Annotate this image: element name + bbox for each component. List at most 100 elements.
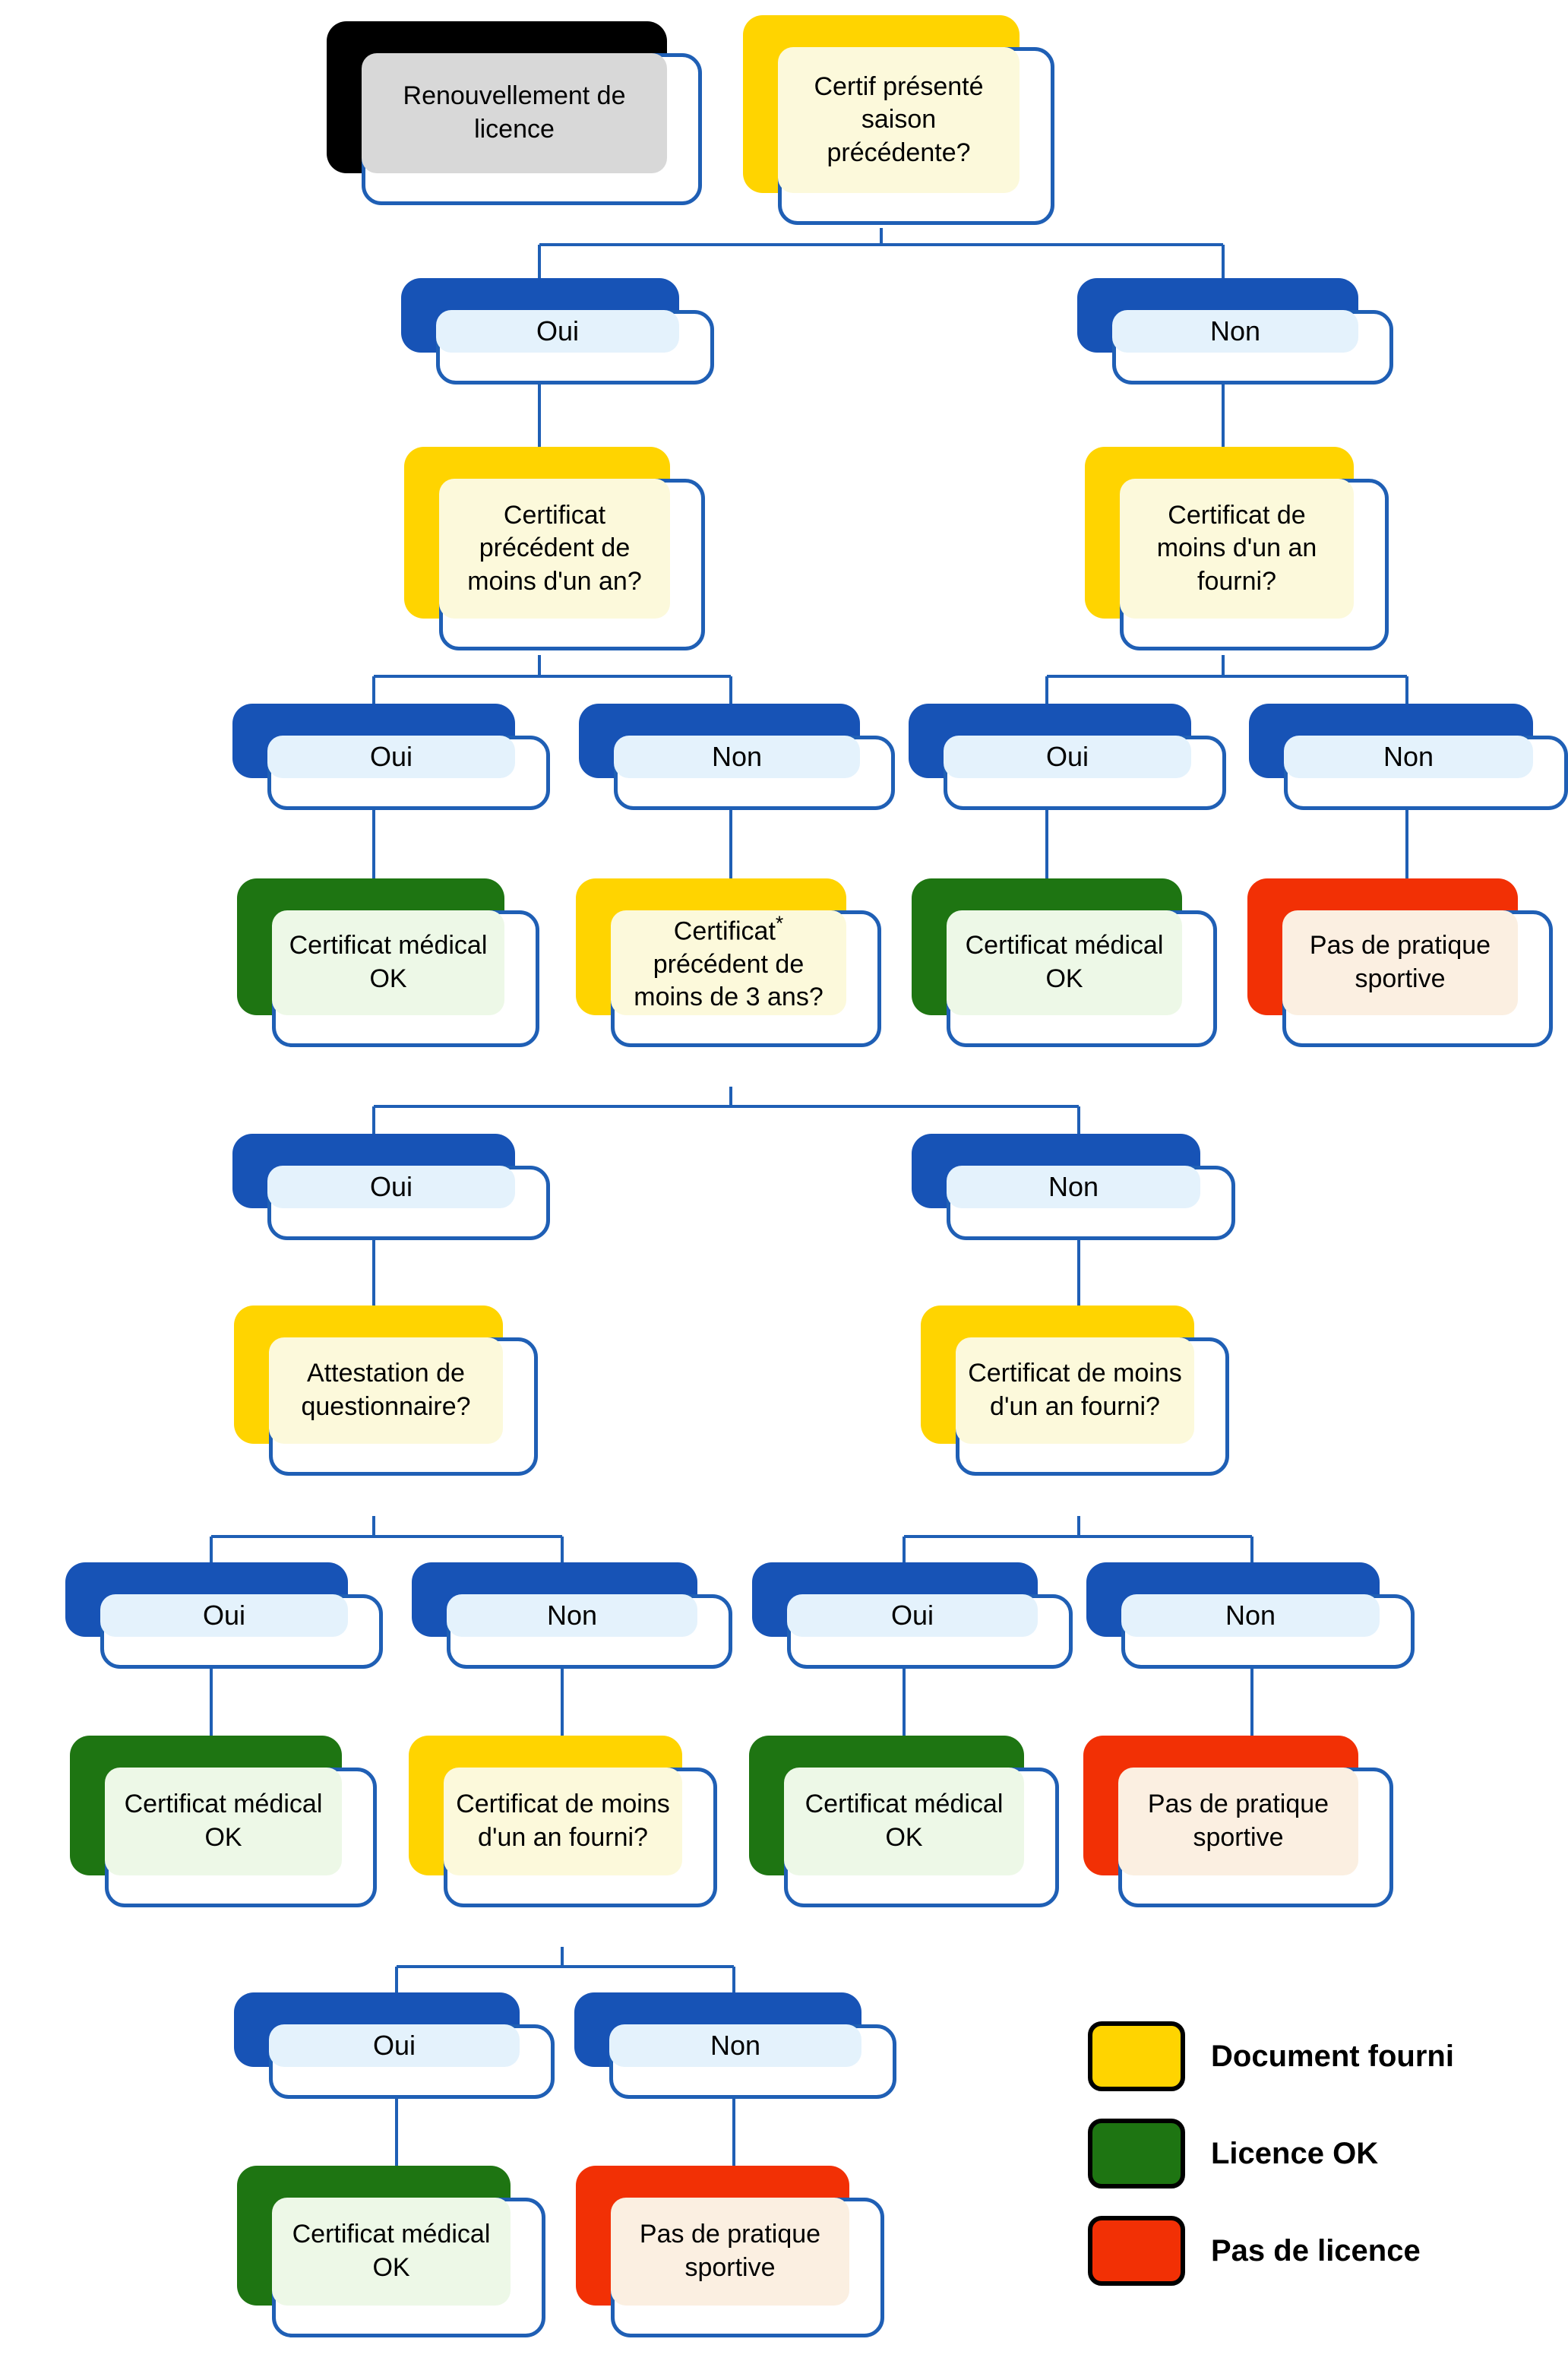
node-fill (447, 1594, 697, 1637)
node-label: Non (1209, 315, 1261, 347)
node-label: Oui (372, 2029, 416, 2061)
node-label: Oui (890, 1599, 934, 1631)
node-fill (267, 736, 515, 778)
node-start[interactable]: Renouvellement de licence (327, 21, 702, 205)
legend-row-pas-de-licence: Pas de licence (1088, 2208, 1513, 2293)
node-result-pas-de-pratique-sportive-1[interactable]: Pas de pratique sportive (1247, 878, 1553, 1047)
asterisk-marker: * (775, 912, 784, 935)
node-answer-oui-1[interactable]: Oui (401, 278, 714, 385)
node-label: Oui (202, 1599, 246, 1631)
node-label: Non (1048, 1170, 1099, 1202)
node-label: Certif présenté saison précédente? (814, 71, 984, 167)
legend-row-document-fourni: Document fourni (1088, 2014, 1513, 2099)
node-fill (947, 1166, 1200, 1208)
node-label: Oui (1045, 740, 1089, 772)
node-answer-non-6[interactable]: Non (1086, 1562, 1415, 1669)
node-answer-non-5[interactable]: Non (412, 1562, 732, 1669)
legend-label: Pas de licence (1211, 2233, 1421, 2268)
node-label: Oui (536, 315, 580, 347)
node-fill (944, 736, 1191, 778)
legend-row-licence-ok: Licence OK (1088, 2111, 1513, 2196)
node-label: Non (1383, 740, 1434, 772)
node-fill (1282, 910, 1518, 1015)
node-result-pas-de-pratique-sportive-2[interactable]: Pas de pratique sportive (1083, 1736, 1393, 1907)
node-fill (1120, 479, 1354, 619)
node-answer-oui-4[interactable]: Oui (232, 1134, 550, 1240)
node-fill (614, 736, 860, 778)
node-result-certificat-medical-ok-3[interactable]: Certificat médical OK (70, 1736, 377, 1907)
node-answer-oui-2[interactable]: Oui (232, 704, 550, 810)
node-result-certificat-medical-ok-5[interactable]: Certificat médical OK (237, 2166, 545, 2337)
node-answer-non-2[interactable]: Non (579, 704, 895, 810)
node-answer-non-3[interactable]: Non (1249, 704, 1568, 810)
node-label: Oui (369, 1170, 413, 1202)
node-label: Certificat précédent de moins d'un an? (467, 500, 642, 596)
node-fill (272, 910, 504, 1015)
node-label: Certificat*précédent de moins de 3 ans? (611, 910, 846, 1015)
node-fill (100, 1594, 348, 1637)
node-answer-oui-7[interactable]: Oui (234, 1992, 555, 2099)
node-fill (609, 2024, 861, 2067)
node-label: Certificat de moins d'un an fourni? (968, 1359, 1182, 1421)
node-fill (1112, 310, 1358, 353)
node-answer-non-4[interactable]: Non (912, 1134, 1235, 1240)
node-q-certificat-precedent-moins-3-ans[interactable]: Certificat*précédent de moins de 3 ans? (576, 878, 881, 1047)
node-label: Non (711, 740, 763, 772)
node-label: Pas de pratique sportive (1147, 1790, 1329, 1852)
node-result-certificat-medical-ok-1[interactable]: Certificat médical OK (237, 878, 539, 1047)
node-result-pas-de-pratique-sportive-3[interactable]: Pas de pratique sportive (576, 2166, 884, 2337)
node-fill (1118, 1768, 1358, 1875)
node-label: Certificat médical OK (289, 931, 488, 993)
node-fill (784, 1768, 1024, 1875)
node-label: Certificat médical OK (965, 931, 1164, 993)
node-fill (436, 310, 679, 353)
node-answer-oui-6[interactable]: Oui (752, 1562, 1073, 1669)
node-answer-non-1[interactable]: Non (1077, 278, 1393, 385)
node-q-certificat-moins-un-an-fourni-2[interactable]: Certificat de moins d'un an fourni? (921, 1306, 1229, 1476)
node-label-part1: Certificat (673, 916, 776, 946)
node-result-certificat-medical-ok-2[interactable]: Certificat médical OK (912, 878, 1217, 1047)
node-label: Oui (369, 740, 413, 772)
node-fill (439, 479, 670, 619)
node-answer-oui-5[interactable]: Oui (65, 1562, 383, 1669)
node-label: Pas de pratique sportive (1309, 931, 1491, 993)
legend-label: Licence OK (1211, 2136, 1379, 2170)
node-fill (611, 910, 846, 1015)
node-fill (105, 1768, 342, 1875)
node-answer-non-7[interactable]: Non (574, 1992, 896, 2099)
node-q-certificat-precedent-moins-un-an[interactable]: Certificat précédent de moins d'un an? (404, 447, 705, 650)
node-fill (787, 1594, 1038, 1637)
node-answer-oui-3[interactable]: Oui (909, 704, 1226, 810)
node-label: Certificat médical OK (292, 2220, 491, 2282)
node-label: Renouvellement de licence (403, 81, 626, 144)
node-label: Certificat de moins d'un an fourni? (1156, 500, 1317, 596)
node-label: Certificat de moins d'un an fourni? (456, 1790, 670, 1852)
legend-swatch-green-icon (1088, 2119, 1185, 2189)
node-fill (611, 2198, 849, 2306)
node-label: Non (710, 2029, 761, 2061)
node-fill (956, 1337, 1194, 1444)
node-q-certif-saison-precedente[interactable]: Certif présenté saison précédente? (743, 15, 1054, 225)
node-fill (444, 1768, 682, 1875)
node-label: Non (1225, 1599, 1276, 1631)
node-fill (362, 53, 667, 173)
node-fill (269, 1337, 503, 1444)
node-fill (778, 47, 1020, 193)
node-fill (267, 1166, 515, 1208)
node-result-certificat-medical-ok-4[interactable]: Certificat médical OK (749, 1736, 1059, 1907)
node-q-certificat-moins-un-an-fourni-3[interactable]: Certificat de moins d'un an fourni? (409, 1736, 717, 1907)
node-q-certificat-moins-un-an-fourni-1[interactable]: Certificat de moins d'un an fourni? (1085, 447, 1389, 650)
legend-swatch-yellow-icon (1088, 2021, 1185, 2091)
legend-swatch-red-icon (1088, 2216, 1185, 2286)
node-fill (1284, 736, 1533, 778)
node-fill (1121, 1594, 1380, 1637)
node-label: Pas de pratique sportive (639, 2220, 821, 2282)
node-fill (269, 2024, 520, 2067)
node-q-attestation-de-questionnaire[interactable]: Attestation de questionnaire? (234, 1306, 538, 1476)
node-label: Certificat médical OK (805, 1790, 1004, 1852)
node-label: Non (546, 1599, 598, 1631)
node-label: Attestation de questionnaire? (301, 1359, 471, 1421)
node-fill (272, 2198, 511, 2306)
node-label: Certificat médical OK (124, 1790, 323, 1852)
